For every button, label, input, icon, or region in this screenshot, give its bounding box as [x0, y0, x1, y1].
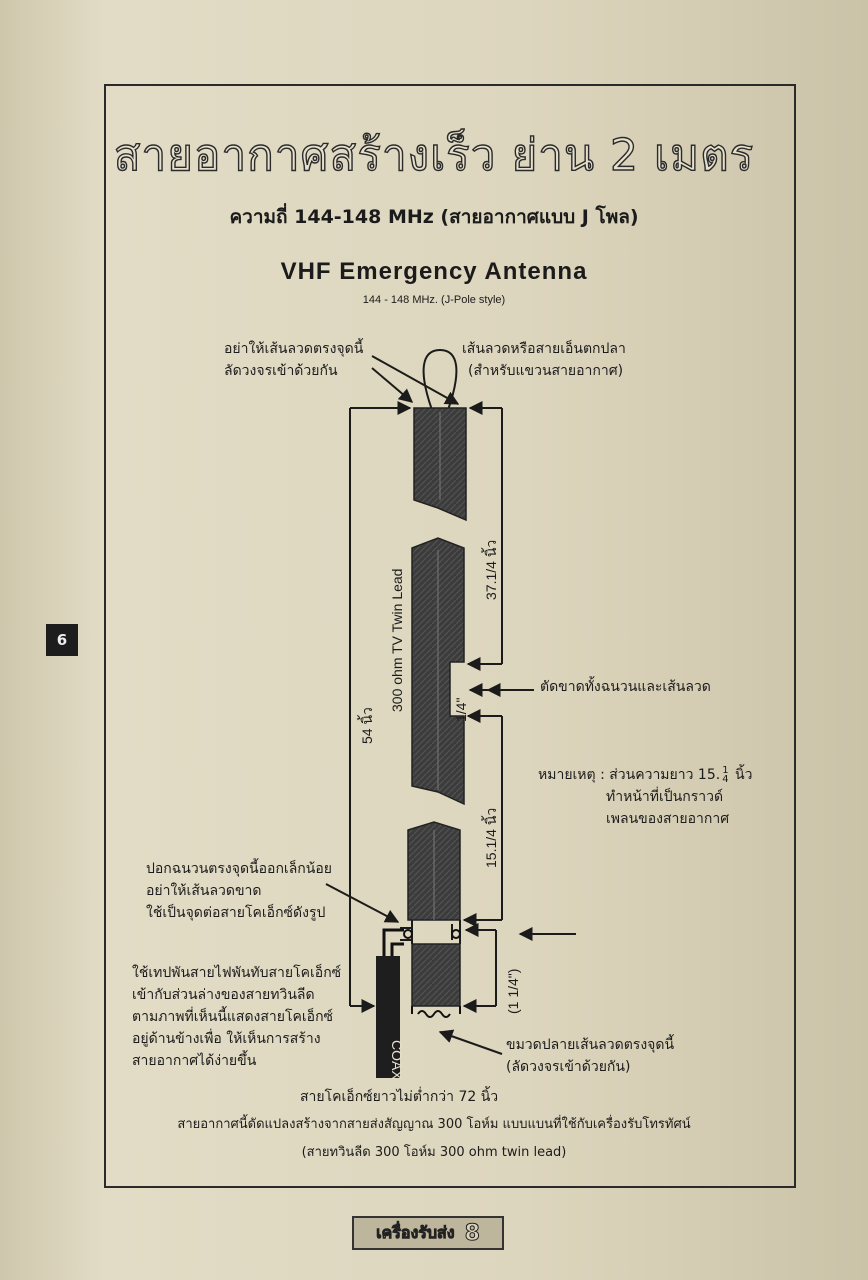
- label-strip: ปอกฉนวนตรงจุดนี้ออกเล็กน้อย อย่าให้เส้นล…: [146, 861, 332, 921]
- bottom-coil: [417, 1010, 451, 1018]
- page-subtitle: ความถี่ 144-148 MHz (สายอากาศแบบ J โพล): [229, 206, 639, 228]
- magazine-name: เครื่องรับส่ง: [376, 1222, 455, 1242]
- label-cut: ตัดขาดทั้งฉนวนและเส้นลวด: [540, 679, 711, 695]
- label-coax-length: สายโคเอ็กซ์ยาวไม่ต่ำกว่า 72 นิ้ว: [300, 1089, 499, 1105]
- dim-upper-label: 37.1/4 นิ้ว: [481, 540, 499, 600]
- page-title: สายอากาศสร้างเร็ว ย่าน 2 เมตร: [113, 129, 755, 181]
- article-frame: [104, 84, 796, 1188]
- dim-lower-label: 15.1/4 นิ้ว: [481, 808, 499, 868]
- label-hanger: เส้นลวดหรือสายเอ็นตกปลา (สำหรับแขวนสายอา…: [462, 341, 626, 379]
- label-twist: ขมวดปลายเส้นลวดตรงจุดนี้ (ลัดวงจรเข้าด้ว…: [506, 1037, 675, 1075]
- issue-number: 8: [464, 1220, 480, 1246]
- english-title: VHF Emergency Antenna: [280, 258, 588, 285]
- twin-lead-bottom: [411, 943, 461, 1007]
- junction-wires: [400, 920, 461, 944]
- magazine-footer-badge: เครื่องรับส่ง 8: [352, 1216, 504, 1250]
- coax-label: COAX: [389, 1040, 405, 1080]
- label-tape: ใช้เทปพันสายไฟพันทับสายโคเอ็กซ์ เข้ากับส…: [132, 965, 342, 1069]
- dim-total-label: 54 นิ้ว: [357, 707, 375, 744]
- footnote-1: สายอากาศนี้ดัดแปลงสร้างจากสายส่งสัญญาณ 3…: [177, 1117, 691, 1132]
- twin-lead-label: 300 ohm TV Twin Lead: [389, 569, 405, 712]
- dim-bottom-label: (1 1/4"): [505, 969, 521, 1014]
- coax-cable: [376, 956, 400, 1078]
- hanger-loop: [422, 348, 458, 411]
- dim-gap-label: 1/4": [453, 698, 469, 722]
- page-side-tab: 6: [46, 624, 78, 656]
- label-no-short-top: อย่าให้เส้นลวดตรงจุดนี้ ลัดวงจรเข้าด้วยก…: [224, 341, 364, 379]
- footnote-2: (สายทวินลีด 300 โอห์ม 300 ohm twin lead): [301, 1145, 567, 1160]
- english-subtitle: 144 - 148 MHz. (J-Pole style): [362, 294, 506, 306]
